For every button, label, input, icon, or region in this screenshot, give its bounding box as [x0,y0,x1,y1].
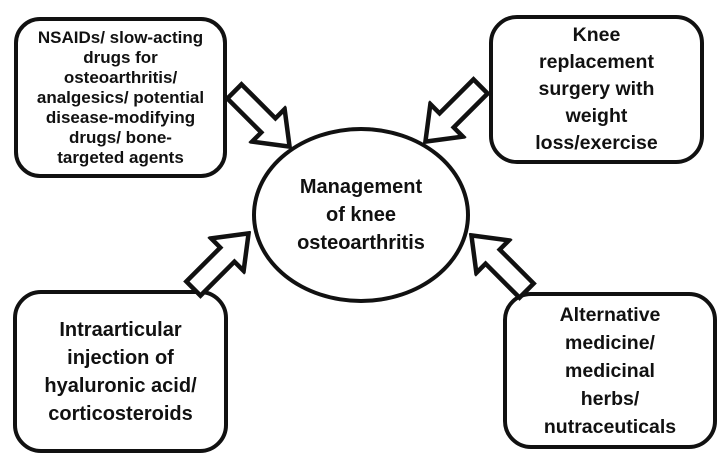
block-arrow-down-right-icon [224,81,293,150]
box-text-line: herbs/ [580,387,640,410]
box-text-line: corticosteroids [48,402,193,425]
box-text-line: drugs/ bone- [69,127,172,147]
block-arrow-up-right-icon [183,230,252,299]
box-text-line: targeted agents [57,147,184,167]
box-text-line: injection of [67,346,174,369]
box-knee-replacement-surgery: Knee replacement surgery with weight los… [489,15,704,164]
box-drug-therapies: NSAIDs/ slow-acting drugs for osteoarthr… [14,17,227,178]
box-alternative-medicine: Alternative medicine/ medicinal herbs/ n… [503,292,717,449]
ellipse-text-line: osteoarthritis [297,232,425,254]
box-text-line: NSAIDs/ slow-acting [37,27,204,47]
block-arrow-down-left-icon [422,76,491,145]
box-text-line: disease-modifying [45,107,196,127]
box-text-line: Knee [572,24,621,46]
ellipse-text-line: of knee [325,204,397,226]
block-arrow-up-left-icon [468,232,537,301]
box-text-line: medicinal [565,359,655,382]
ellipse-text-line: Management [299,176,423,198]
box-text-line: osteoarthritis/ [63,67,178,87]
box-text-line: replacement [539,51,654,73]
box-text-line: loss/exercise [535,132,658,154]
box-text-line: medicine/ [565,331,655,354]
box-text-line: analgesics/ potential [36,87,205,107]
box-text-line: drugs for [83,47,158,67]
center-ellipse-management: Management of knee osteoarthritis [252,127,470,303]
box-text-line: Intraarticular [59,318,182,341]
box-text-line: hyaluronic acid/ [44,374,197,397]
box-text-line: Alternative [559,303,661,326]
box-text-line: surgery with [538,78,655,100]
box-text-line: weight [565,105,628,127]
box-text-line: nutraceuticals [543,415,677,438]
box-intraarticular-injection: Intraarticular injection of hyaluronic a… [13,290,228,453]
